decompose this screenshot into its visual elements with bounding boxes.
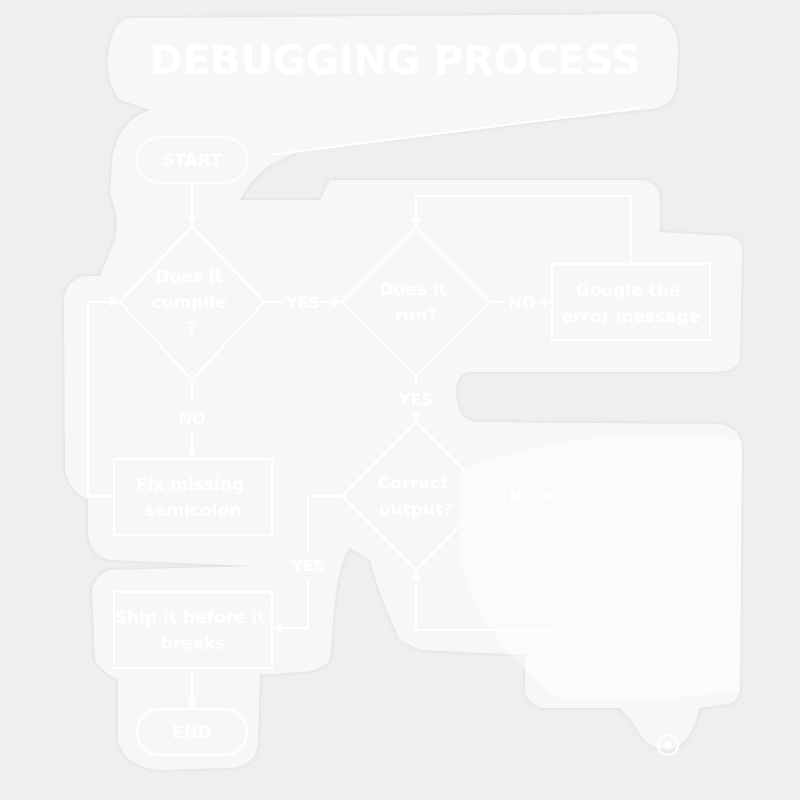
edge-run-no-label: NO — [509, 293, 536, 312]
edge-start-to-compile — [187, 183, 197, 226]
node-end-label: END — [172, 723, 212, 743]
node-stare: Stare at console in dispair — [552, 579, 712, 679]
edge-run-yes-label: YES — [398, 390, 433, 409]
node-compile: Does it compile ? — [118, 224, 266, 382]
node-google-label: Google the error message — [562, 281, 701, 327]
node-google: Google the error message — [551, 263, 711, 341]
edge-google-to-run — [411, 195, 632, 264]
gloss-highlight — [460, 434, 742, 702]
edge-add-to-stare — [626, 534, 636, 580]
node-stare-label: Stare at console in dispair — [581, 595, 684, 667]
edge-stare-to-output — [411, 570, 553, 631]
edge-output-no: NO — [490, 487, 552, 506]
node-end: END — [136, 708, 248, 756]
edge-ship-to-end — [187, 668, 197, 709]
edge-fix-to-compile — [87, 297, 120, 497]
brand-badge-icon — [657, 734, 679, 756]
edge-output-yes-label: YES — [290, 556, 325, 575]
edge-compile-yes-label: YES — [285, 293, 320, 312]
node-ship-label: Ship it before it breaks — [115, 608, 272, 654]
edge-compile-yes: YES — [264, 293, 342, 312]
node-start-label: START — [162, 151, 222, 171]
node-run-label: Does it run? — [379, 280, 452, 326]
node-compile-label: Does it compile ? — [152, 267, 233, 339]
node-fix-label: Fix missing semicolon — [136, 475, 250, 521]
node-add-label: Add more console.log — [576, 474, 685, 520]
node-ship: Ship it before it breaks — [113, 591, 273, 669]
edge-compile-no-label: NO — [179, 409, 206, 428]
edge-output-yes: YES — [272, 495, 342, 633]
edge-compile-no: NO — [179, 380, 206, 459]
node-add: Add more console.log — [551, 457, 711, 535]
edge-run-no: NO — [490, 293, 552, 312]
title-connector — [269, 107, 641, 156]
edge-run-yes: YES — [398, 376, 433, 422]
diagram-title: DEBUGGING PROCESS — [150, 38, 641, 84]
edge-output-no-label: NO — [509, 487, 536, 506]
node-output-label: Correct output? — [378, 474, 455, 520]
